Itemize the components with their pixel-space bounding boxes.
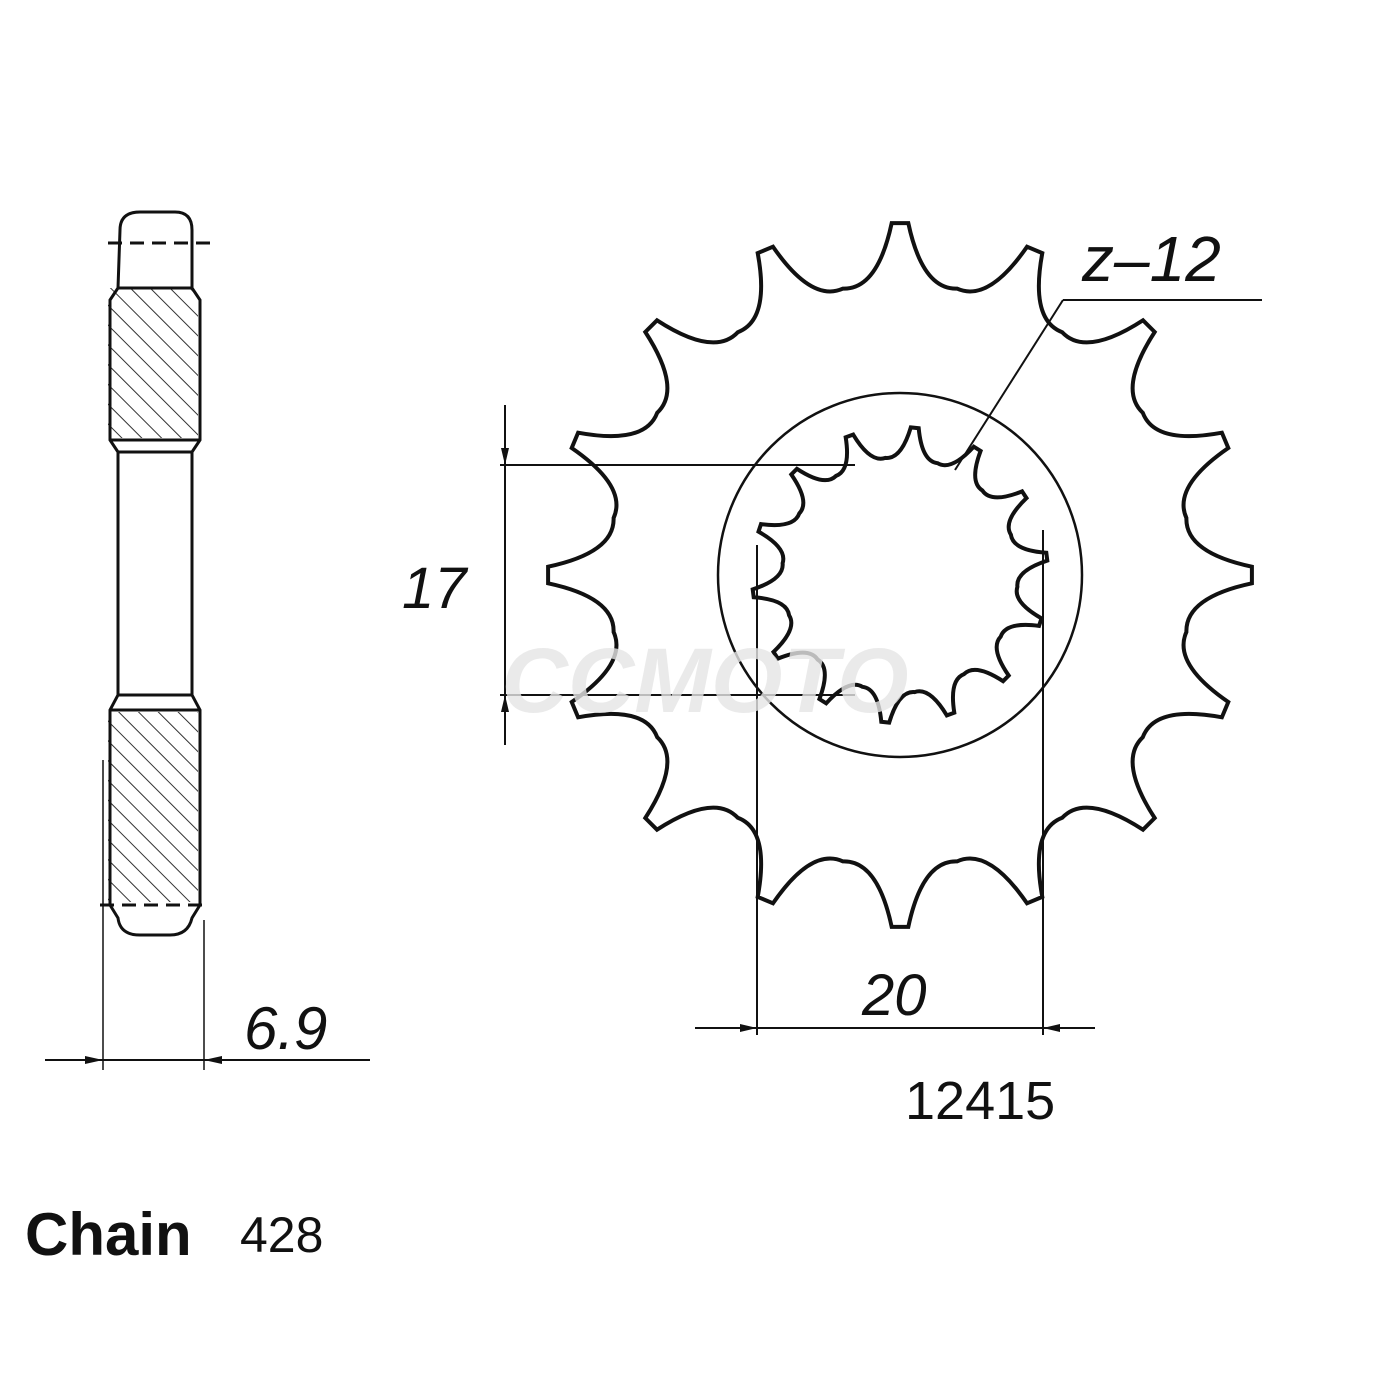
height-dimension: 17 bbox=[402, 556, 467, 621]
chain-label: Chain bbox=[25, 1201, 192, 1268]
width-dimension: 20 bbox=[862, 963, 927, 1028]
watermark: CCMOTO bbox=[501, 630, 908, 732]
thickness-dimension: 6.9 bbox=[244, 995, 328, 1062]
bore-circle bbox=[716, 391, 1084, 759]
part-number: 12415 bbox=[905, 1071, 1056, 1131]
spline-outline bbox=[750, 425, 1050, 725]
dimension-lines bbox=[500, 299, 1262, 1035]
hatch-top bbox=[108, 288, 198, 438]
side-view bbox=[45, 210, 370, 1070]
teeth-count-label: z–12 bbox=[1082, 223, 1221, 295]
chain-size: 428 bbox=[240, 1207, 324, 1263]
hatch-bottom bbox=[108, 712, 198, 902]
sprocket-outline bbox=[546, 221, 1254, 929]
